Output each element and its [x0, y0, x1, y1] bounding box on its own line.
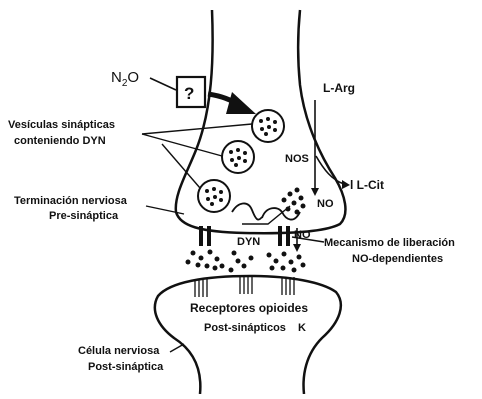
- question-mark: ?: [184, 84, 194, 103]
- dyn-label: DYN: [237, 236, 260, 248]
- bold-arrow-head-icon: [226, 92, 256, 114]
- vesicles-label-line1: Vesículas sinápticas: [8, 119, 115, 131]
- receptor-left: [195, 279, 207, 297]
- terminal-label-line2: Pre-sináptica: [49, 210, 119, 222]
- vesicle-middle: [222, 141, 254, 173]
- pointer-to-vesicle-bottom: [162, 144, 200, 188]
- vesicle-bottom: [198, 180, 230, 212]
- terminal-label-line1: Terminación nerviosa: [14, 195, 128, 207]
- no-inside-label: NO: [317, 198, 334, 210]
- no-cleft-arrow-head-icon: [293, 244, 301, 252]
- cell-label-line1: Célula nerviosa: [78, 345, 160, 357]
- vesicle-top: [252, 110, 284, 142]
- l-arg-arrow-head-icon: [311, 188, 319, 196]
- mechanism-label-line2: NO-dependientes: [352, 253, 443, 265]
- n2o-n: N: [111, 69, 122, 86]
- pointer-to-vesicle-top: [142, 124, 252, 134]
- l-cit-label: l L-Cit: [350, 178, 384, 192]
- cell-label-line2: Post-sináptica: [88, 361, 164, 373]
- vesicles-label-line2: conteniendo DYN: [14, 135, 106, 147]
- post-synaptic-receptors-label: Post-sinápticos: [204, 322, 286, 334]
- n2o-to-box-line: [150, 78, 176, 90]
- receptor-middle: [240, 276, 252, 294]
- receptors-label: Receptores opioides: [190, 301, 308, 315]
- inner-fiber-left: [232, 203, 262, 219]
- mechanism-label-line1: Mecanismo de liberación: [324, 237, 455, 249]
- pointer-to-vesicle-middle: [142, 134, 222, 156]
- n2o-label: N2O: [111, 69, 139, 89]
- cell-pointer-line: [170, 344, 184, 352]
- n2o-o: O: [127, 69, 139, 86]
- kappa-label: K: [298, 322, 306, 334]
- released-dyn-dots: [186, 250, 306, 273]
- l-cit-arrow-head-icon: [342, 180, 350, 189]
- release-channel-right: [278, 226, 290, 246]
- l-arg-label: L-Arg: [323, 81, 355, 95]
- nos-label: NOS: [285, 153, 309, 165]
- terminal-pointer-line: [146, 206, 184, 214]
